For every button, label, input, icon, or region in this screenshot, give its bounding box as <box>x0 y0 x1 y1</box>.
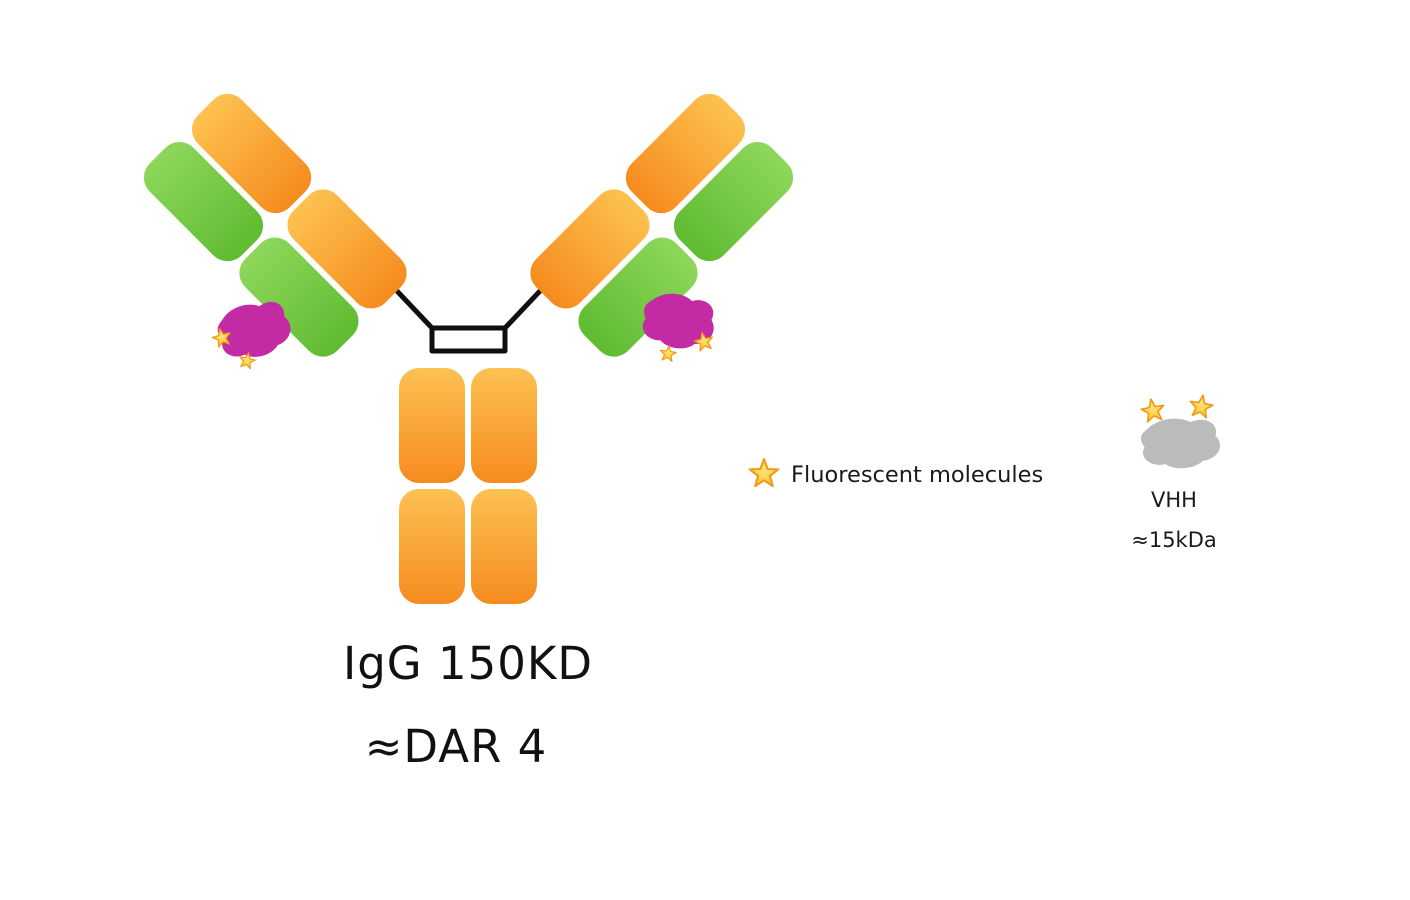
fab-arm-left <box>143 93 407 357</box>
molecule-label: IgG 150KD <box>343 637 593 690</box>
fab-arm-right <box>530 93 794 357</box>
heavy-chain-ch2-right <box>471 368 537 483</box>
light-chain-segment-proximal <box>578 237 698 357</box>
hinge-line-path <box>394 288 543 354</box>
fc-stem <box>399 368 537 604</box>
heavy-chain-ch3-left <box>399 489 465 604</box>
heavy-chain-segment-distal <box>191 93 312 214</box>
light-chain-segment-distal <box>673 141 794 262</box>
fluorescent-star-icon <box>1187 392 1216 420</box>
heavy-chain-segment-proximal <box>530 189 650 309</box>
light-chain-segment-proximal <box>239 237 359 357</box>
vhh-blob <box>1140 418 1221 469</box>
heavy-chain-segment-distal <box>625 93 746 214</box>
vhh-size-label: ≈15kDa <box>1131 528 1217 552</box>
fluorescent-star-icon <box>1138 396 1167 424</box>
legend-vhh: VHH ≈15kDa <box>1131 392 1221 552</box>
dar-label: ≈DAR 4 <box>365 720 548 773</box>
heavy-chain-ch3-right <box>471 489 537 604</box>
conjugate-left <box>210 297 295 370</box>
legend-fluorescent-label: Fluorescent molecules <box>791 462 1043 488</box>
hinge-lines <box>394 288 543 354</box>
light-chain-segment-distal <box>143 141 264 262</box>
legend-fluorescent: Fluorescent molecules <box>748 458 1043 488</box>
heavy-chain-segment-proximal <box>287 189 407 309</box>
heavy-chain-ch2-left <box>399 368 465 483</box>
fluorescent-star-icon <box>748 458 780 488</box>
vhh-name-label: VHH <box>1151 488 1197 512</box>
